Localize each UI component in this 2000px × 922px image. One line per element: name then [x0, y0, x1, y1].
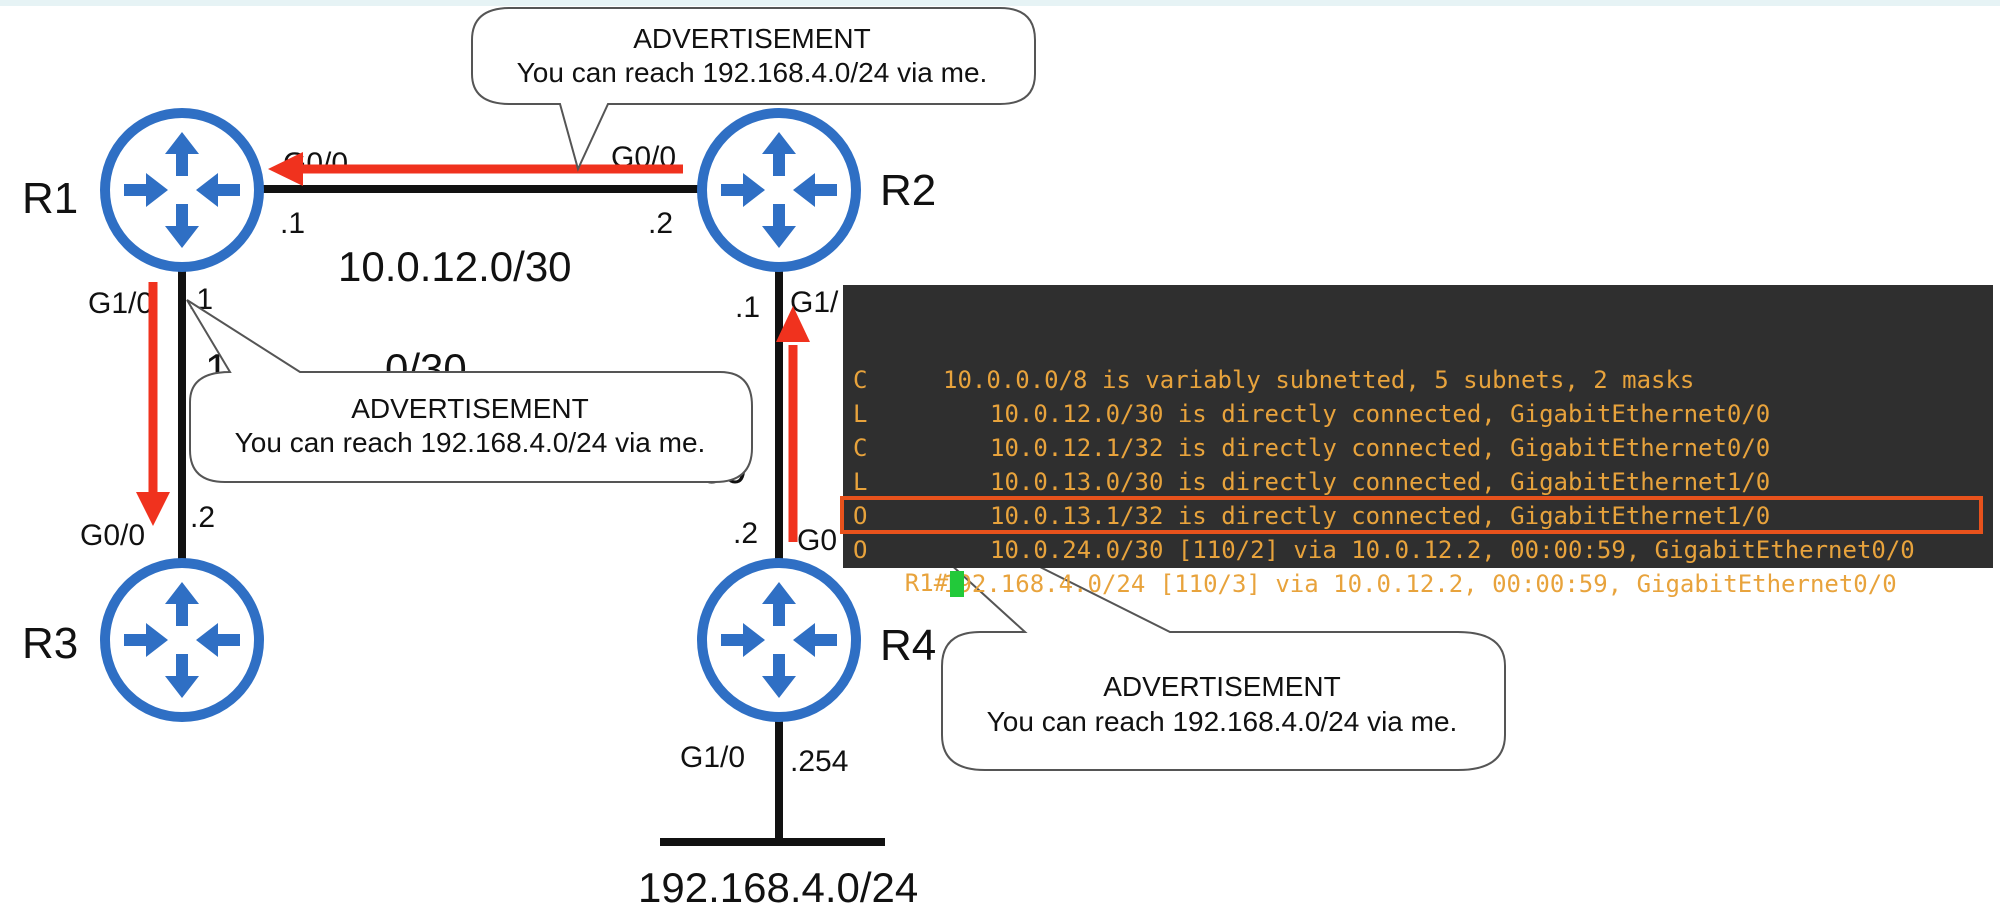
- route-code: C: [853, 366, 868, 394]
- route-text: 192.168.4.0/24 [110/3] via 10.0.12.2, 00…: [943, 570, 1897, 598]
- r4-g1-0-label: G1/0: [680, 741, 745, 774]
- terminal-line: C 10.0.12.0/30 is directly connected, Gi…: [843, 329, 1770, 428]
- terminal-prompt: R1#: [904, 569, 949, 597]
- router-r3-label: R3: [22, 619, 78, 668]
- advertisement-bubble-bottom: ADVERTISEMENT You can reach 192.168.4.0/…: [941, 561, 1506, 771]
- terminal-line: C 10.0.13.0/30 is directly connected, Gi…: [843, 397, 1770, 496]
- route-text: 10.0.0.0/8 is variably subnetted, 5 subn…: [943, 366, 1695, 394]
- advertisement-top-text: You can reach 192.168.4.0/24 via me.: [517, 57, 988, 88]
- arrow-r2-to-r1: [268, 152, 683, 186]
- r3-g0-0-label: G0/0: [80, 519, 145, 552]
- route-text: 10.0.13.1/32 is directly connected, Giga…: [990, 502, 1771, 530]
- router-r2-icon[interactable]: [702, 113, 856, 267]
- arrow-r1-to-r3: [136, 282, 170, 526]
- advertisement-left-title: ADVERTISEMENT: [351, 393, 589, 424]
- route-code: L: [853, 400, 868, 428]
- network-r1-r2: 10.0.12.0/30: [338, 243, 572, 290]
- terminal-line: L 10.0.12.1/32 is directly connected, Gi…: [843, 363, 1770, 462]
- route-highlight-box: [840, 496, 1983, 534]
- r4-g1-0-address: .254: [790, 745, 848, 778]
- advertisement-bubble-top: ADVERTISEMENT You can reach 192.168.4.0/…: [471, 7, 1036, 172]
- terminal-line: 10.0.0.0/8 is variably subnetted, 5 subn…: [843, 295, 1694, 394]
- r2-g0-0-address: .2: [648, 207, 673, 240]
- r4-g0-label: G0: [797, 524, 837, 557]
- top-strip: [0, 0, 2000, 6]
- r1-g1-0-label: G1/0: [88, 287, 153, 320]
- router-r1-icon[interactable]: [105, 113, 259, 267]
- route-code: L: [853, 468, 868, 496]
- router-r4-icon[interactable]: [702, 563, 856, 717]
- r1-g0-0-address: .1: [280, 207, 305, 240]
- router-r3-icon[interactable]: [105, 563, 259, 717]
- advertisement-bubble-left: ADVERTISEMENT You can reach 192.168.4.0/…: [186, 299, 753, 483]
- r2-g1-address: .1: [735, 291, 760, 324]
- route-text: 10.0.12.1/32 is directly connected, Giga…: [990, 434, 1771, 462]
- router-r4-label: R4: [880, 621, 936, 670]
- terminal-line-highlighted: O 192.168.4.0/24 [110/3] via 10.0.12.2, …: [843, 499, 1897, 598]
- r2-g1-label: G1/: [790, 286, 839, 319]
- r3-g0-0-address: .2: [190, 501, 215, 534]
- route-text: 10.0.13.0/30 is directly connected, Giga…: [990, 468, 1771, 496]
- advertisement-top-title: ADVERTISEMENT: [633, 23, 871, 54]
- terminal-line: O 10.0.24.0/30 [110/2] via 10.0.12.2, 00…: [843, 465, 1915, 564]
- r4-g0-address: .2: [733, 517, 758, 550]
- router-r1-label: R1: [22, 174, 78, 223]
- route-code: O: [853, 502, 868, 530]
- network-lan: 192.168.4.0/24: [638, 864, 918, 911]
- route-text: 10.0.12.0/30 is directly connected, Giga…: [990, 400, 1771, 428]
- router-r2-label: R2: [880, 166, 936, 215]
- advertisement-bottom-title: ADVERTISEMENT: [1103, 671, 1341, 702]
- advertisement-left-text: You can reach 192.168.4.0/24 via me.: [235, 427, 706, 458]
- terminal-cursor: [950, 571, 965, 597]
- advertisement-bottom-text: You can reach 192.168.4.0/24 via me.: [987, 706, 1458, 737]
- route-code: C: [853, 434, 868, 462]
- arrow-r4-to-r2: [776, 306, 810, 542]
- routing-table-terminal: 10.0.0.0/8 is variably subnetted, 5 subn…: [843, 285, 1993, 598]
- route-text: 10.0.24.0/30 [110/2] via 10.0.12.2, 00:0…: [990, 536, 1915, 564]
- terminal-prompt-line[interactable]: R1#: [847, 532, 965, 597]
- terminal-line: L 10.0.13.1/32 is directly connected, Gi…: [843, 431, 1770, 530]
- route-code: O: [853, 536, 868, 564]
